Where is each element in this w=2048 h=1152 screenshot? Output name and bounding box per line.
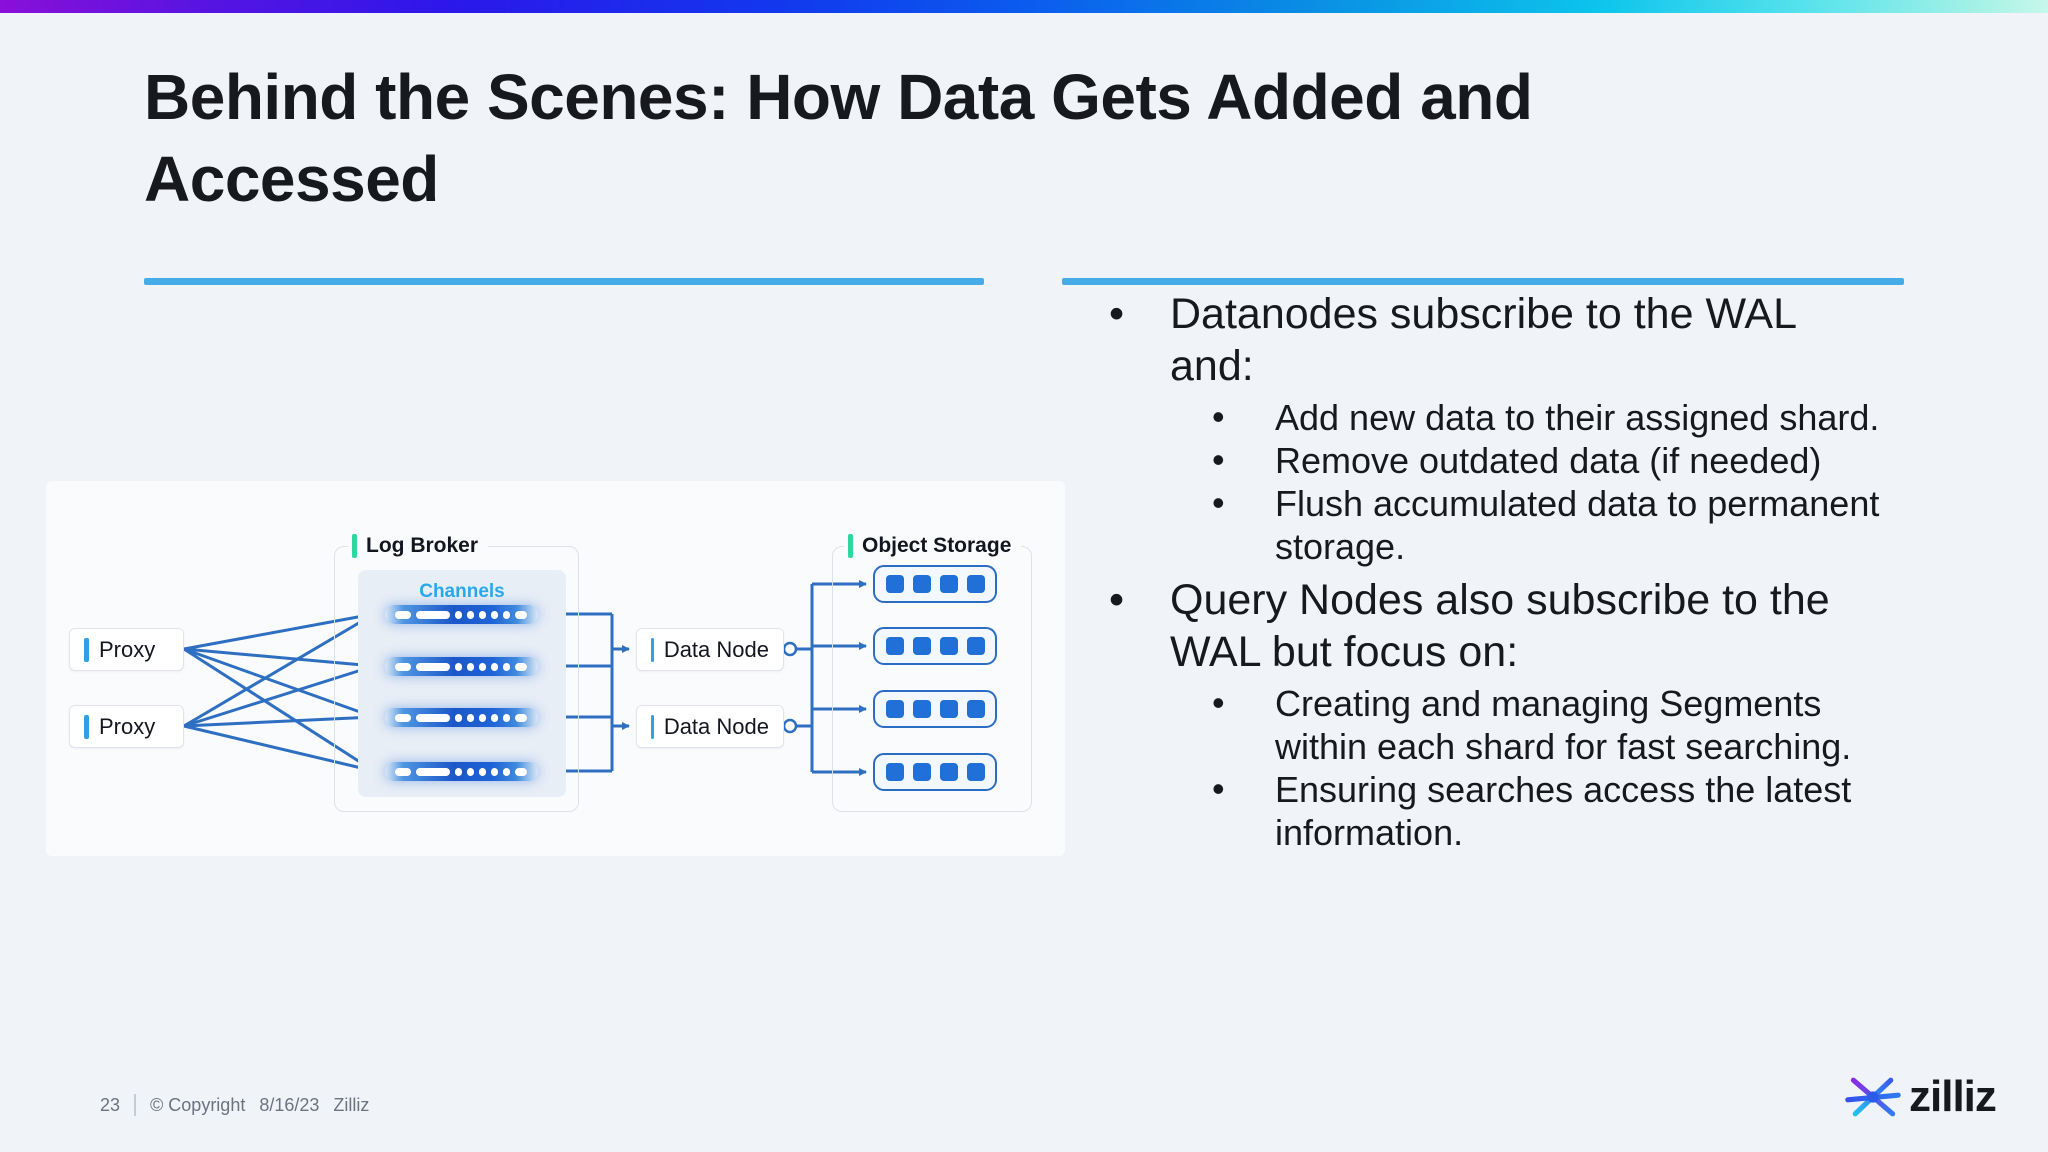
footer-divider <box>134 1094 137 1116</box>
sub-bullet-list: • Creating and managing Segments within … <box>1170 682 1933 854</box>
datanode-connector-dot <box>782 718 798 734</box>
proxy-node-1: Proxy <box>69 628 184 671</box>
bullet-list: • Datanodes subscribe to the WAL and: • … <box>1103 288 1933 854</box>
proxy-node-2: Proxy <box>69 705 184 748</box>
bullet-text: Query Nodes also subscribe to the WAL bu… <box>1170 576 1830 676</box>
sub-bullet-text: Ensuring searches access the latest info… <box>1275 769 1852 853</box>
page-number: 23 <box>100 1094 121 1115</box>
channel-bar-1 <box>385 605 538 624</box>
architecture-diagram: Proxy Proxy Log Broker Channels <box>46 481 1065 856</box>
channel-bar-4 <box>385 762 538 781</box>
footer-date: 8/16/23 <box>259 1094 320 1115</box>
blue-tick-icon <box>84 637 89 662</box>
blue-tick-icon <box>651 637 654 662</box>
bullet-dot: • <box>1109 576 1125 624</box>
bullet-dot: • <box>1212 768 1225 809</box>
object-storage-label: Object Storage <box>862 534 1012 557</box>
bullet-dot: • <box>1212 482 1225 523</box>
log-broker-title: Log Broker <box>348 530 489 562</box>
proxy-label: Proxy <box>99 636 156 662</box>
top-gradient-bar <box>0 0 2048 13</box>
bullet-dot: • <box>1212 396 1225 437</box>
data-node-1: Data Node <box>636 628 784 671</box>
object-storage-title: Object Storage <box>844 530 1022 562</box>
storage-segment-box-4 <box>873 753 997 791</box>
sub-bullet-text: Creating and managing Segments within ea… <box>1275 683 1852 767</box>
blue-tick-icon <box>651 714 654 739</box>
zilliz-starburst-icon <box>1845 1066 1901 1128</box>
sub-bullet-item: • Ensuring searches access the latest in… <box>1170 768 1933 854</box>
channel-bar-3 <box>385 708 538 727</box>
bullet-item: • Datanodes subscribe to the WAL and: • … <box>1103 288 1933 568</box>
data-node-label: Data Node <box>663 713 769 739</box>
storage-segment-box-2 <box>873 627 997 665</box>
storage-segment-box-3 <box>873 690 997 728</box>
bullet-text: Datanodes subscribe to the WAL and: <box>1170 290 1798 390</box>
logo-wordmark: zilliz <box>1909 1072 1997 1121</box>
slide-footer: 23 © Copyright 8/16/23 Zilliz <box>100 1094 369 1116</box>
bullet-dot: • <box>1109 290 1125 338</box>
zilliz-logo: zilliz <box>1845 1066 1997 1128</box>
copyright-text: © Copyright <box>150 1094 246 1115</box>
channels-label: Channels <box>419 581 505 602</box>
data-node-2: Data Node <box>636 705 784 748</box>
sub-bullet-text: Remove outdated data (if needed) <box>1275 440 1822 481</box>
divider-right <box>1062 278 1904 285</box>
sub-bullet-text: Add new data to their assigned shard. <box>1275 397 1880 438</box>
datanode-connector-dot <box>782 641 798 657</box>
log-broker-label: Log Broker <box>366 534 479 557</box>
page-title: Behind the Scenes: How Data Gets Added a… <box>144 61 1533 215</box>
data-node-label: Data Node <box>663 636 769 662</box>
bullet-dot: • <box>1212 682 1225 723</box>
sub-bullet-item: • Remove outdated data (if needed) <box>1170 439 1933 482</box>
bullet-item: • Query Nodes also subscribe to the WAL … <box>1103 574 1933 854</box>
channel-bar-2 <box>385 657 538 676</box>
sub-bullet-item: • Creating and managing Segments within … <box>1170 682 1933 768</box>
sub-bullet-item: • Add new data to their assigned shard. <box>1170 396 1933 439</box>
sub-bullet-list: • Add new data to their assigned shard. … <box>1170 396 1933 568</box>
divider-left <box>144 278 984 285</box>
bullet-content: • Datanodes subscribe to the WAL and: • … <box>1103 288 1933 860</box>
proxy-label: Proxy <box>99 713 156 739</box>
storage-segment-box-1 <box>873 565 997 603</box>
sub-bullet-text: Flush accumulated data to permanent stor… <box>1275 483 1880 567</box>
footer-company: Zilliz <box>333 1094 370 1115</box>
teal-tick-icon <box>352 534 357 558</box>
bullet-dot: • <box>1212 439 1225 480</box>
blue-tick-icon <box>84 714 89 739</box>
teal-tick-icon <box>848 534 853 558</box>
sub-bullet-item: • Flush accumulated data to permanent st… <box>1170 482 1933 568</box>
